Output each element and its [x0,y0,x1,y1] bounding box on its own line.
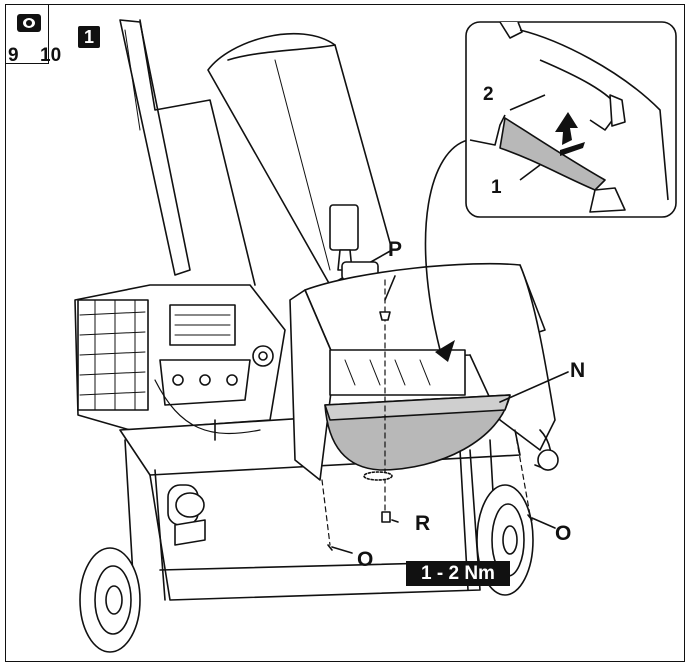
callout-O-left: O [357,548,373,571]
callout-R: R [415,512,430,535]
inset-callout-1: 1 [491,177,502,198]
callout-O-right: O [555,522,571,545]
handle [119,19,191,276]
step-number-badge: 1 [78,26,100,48]
chute [207,32,393,286]
page-reference-b: 10 [40,45,62,66]
callout-P: P [388,238,402,261]
page-reference-a: 9 [8,45,19,66]
lift-arrow [555,112,578,145]
photo-reference-box [5,4,49,64]
inset-callout-2: 2 [483,84,494,105]
callout-N: N [570,359,585,382]
detail-inset: 2 1 [465,21,677,218]
insertion-arrow [435,340,455,362]
torque-spec-label: 1 - 2 Nm [406,561,510,586]
camera-icon [17,14,41,32]
